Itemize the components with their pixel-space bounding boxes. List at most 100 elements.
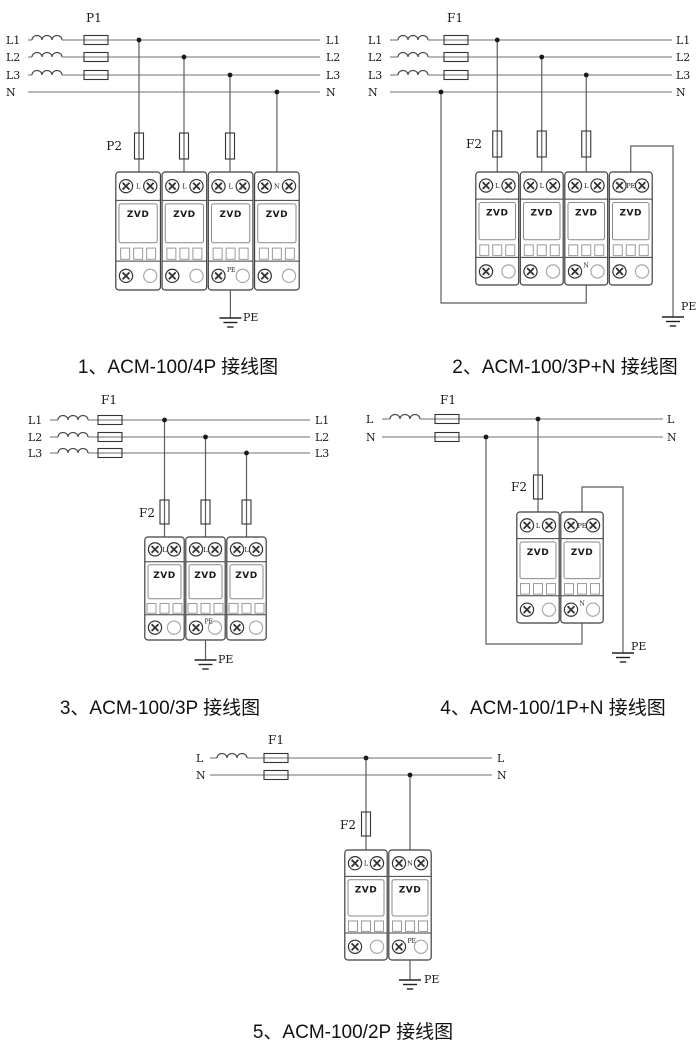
indicator-window bbox=[505, 244, 516, 257]
module-window bbox=[519, 541, 557, 580]
fuse-icon bbox=[536, 130, 547, 158]
ground-icon bbox=[612, 652, 634, 663]
zvd-module-label: ZVD bbox=[527, 548, 549, 558]
indicator-window bbox=[284, 247, 295, 260]
indicator-window bbox=[479, 244, 490, 257]
line-label: N bbox=[6, 86, 16, 99]
inductor-icon bbox=[57, 431, 89, 438]
line-label: N bbox=[366, 431, 376, 444]
indicator-window bbox=[187, 602, 198, 614]
module-window bbox=[612, 202, 650, 241]
junction-dot bbox=[407, 772, 413, 778]
terminal-label: N bbox=[580, 601, 585, 608]
screw-terminal-icon bbox=[347, 856, 363, 871]
indicator-window bbox=[179, 247, 190, 260]
ground-icon bbox=[219, 317, 242, 328]
terminal-circle bbox=[248, 620, 264, 635]
junction-dot bbox=[583, 72, 589, 78]
line-label: L1 bbox=[28, 414, 42, 427]
junction-dot bbox=[494, 37, 500, 43]
indicator-window bbox=[546, 583, 556, 595]
terminal-circle bbox=[541, 602, 557, 617]
wire-route bbox=[581, 486, 624, 653]
terminal-label: N bbox=[407, 860, 413, 868]
diagram-2-caption: 2、ACM-100/3P+N 接线图 bbox=[452, 357, 678, 378]
module-window bbox=[229, 564, 264, 600]
line-label: N bbox=[667, 431, 677, 444]
screw-terminal-icon bbox=[248, 542, 264, 557]
line-label: L3 bbox=[326, 69, 340, 82]
screw-terminal-icon bbox=[585, 518, 601, 533]
screw-terminal-icon bbox=[211, 178, 226, 194]
terminal-circle bbox=[585, 602, 601, 617]
fuse-icon bbox=[83, 51, 109, 63]
line-label: L3 bbox=[676, 69, 690, 82]
screw-terminal-icon bbox=[189, 178, 204, 194]
zvd-module-label: ZVD bbox=[127, 210, 149, 220]
screw-terminal-icon bbox=[519, 518, 535, 533]
fuse-icon bbox=[581, 130, 592, 158]
terminal-label: L bbox=[540, 182, 545, 190]
ground-icon bbox=[399, 979, 421, 990]
inductor-icon bbox=[397, 51, 429, 58]
indicator-window bbox=[374, 920, 384, 932]
fuse-icon bbox=[263, 769, 289, 781]
junction-dot bbox=[162, 417, 167, 423]
terminal-label: L bbox=[244, 546, 249, 554]
zvd-module-label: ZVD bbox=[620, 209, 642, 219]
inductor-icon bbox=[57, 414, 89, 421]
indicator-window bbox=[348, 920, 358, 932]
screw-terminal-icon bbox=[545, 178, 561, 193]
indicator-window bbox=[492, 244, 503, 257]
fuse-icon bbox=[83, 69, 109, 81]
screw-terminal-icon bbox=[147, 542, 163, 557]
indicator-window bbox=[238, 247, 249, 260]
fuse-icon bbox=[241, 499, 252, 525]
module-window bbox=[118, 203, 158, 244]
pe-label: PE bbox=[631, 640, 646, 653]
branch-fuse-label: F2 bbox=[511, 480, 527, 494]
indicator-window bbox=[254, 602, 265, 614]
screw-terminal-icon bbox=[523, 264, 538, 279]
screw-terminal-icon bbox=[567, 178, 583, 193]
line-label: L2 bbox=[368, 51, 382, 64]
fuse-icon bbox=[97, 447, 123, 459]
screw-terminal-icon bbox=[143, 178, 158, 194]
wire-route bbox=[440, 92, 587, 304]
main-fuse-label: F1 bbox=[268, 733, 284, 747]
pe-label: PE bbox=[424, 973, 439, 986]
line-label: N bbox=[676, 86, 686, 99]
indicator-window bbox=[146, 602, 157, 614]
fuse-icon bbox=[97, 414, 123, 426]
branch-fuse-label: F2 bbox=[466, 137, 482, 151]
indicator-window bbox=[638, 244, 649, 257]
screw-terminal-icon bbox=[413, 856, 429, 871]
screw-terminal-icon bbox=[166, 542, 182, 557]
junction-dot bbox=[535, 416, 541, 422]
diagram-1-caption: 1、ACM-100/4P 接线图 bbox=[77, 357, 279, 378]
indicator-window bbox=[564, 583, 574, 595]
line-label: L2 bbox=[315, 431, 329, 444]
terminal-label: L bbox=[495, 182, 500, 190]
line-label: L1 bbox=[368, 34, 382, 47]
indicator-window bbox=[146, 247, 157, 260]
zvd-module-label: ZVD bbox=[266, 210, 288, 220]
screw-terminal-icon bbox=[118, 178, 134, 194]
module-window bbox=[257, 203, 297, 244]
indicator-window bbox=[361, 920, 371, 932]
diagram-3-caption: 3、ACM-100/3P 接线图 bbox=[59, 698, 261, 719]
module-window bbox=[391, 879, 429, 917]
inductor-icon bbox=[31, 69, 63, 76]
line-label: L3 bbox=[6, 69, 20, 82]
fuse-icon bbox=[263, 752, 289, 764]
indicator-window bbox=[172, 602, 183, 614]
screw-terminal-icon bbox=[501, 178, 516, 193]
screw-terminal-icon bbox=[563, 602, 579, 617]
